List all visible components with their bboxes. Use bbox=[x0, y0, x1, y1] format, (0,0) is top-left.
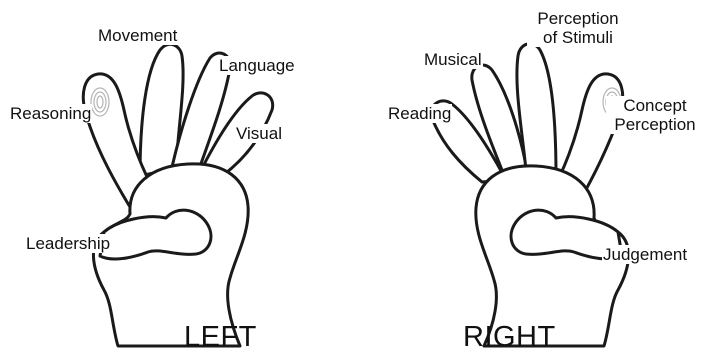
left-hand-icon bbox=[83, 44, 272, 346]
left-curled-finger bbox=[100, 210, 211, 259]
label-leadership: Leadership bbox=[25, 234, 111, 253]
label-reading: Reading bbox=[387, 104, 452, 123]
label-visual: Visual bbox=[235, 124, 283, 143]
label-perception-line2: of Stimuli bbox=[528, 28, 628, 47]
label-concept-perception: Concept Perception bbox=[606, 96, 704, 134]
label-concept-line1: Concept bbox=[607, 96, 703, 115]
label-concept-line2: Perception bbox=[607, 115, 703, 134]
label-movement: Movement bbox=[97, 26, 178, 45]
label-perception-line1: Perception bbox=[528, 9, 628, 28]
label-language: Language bbox=[218, 56, 296, 75]
right-hand-icon bbox=[431, 44, 628, 346]
label-judgement: Judgement bbox=[602, 245, 688, 264]
label-reasoning: Reasoning bbox=[9, 104, 92, 123]
label-perception-of-stimuli: Perception of Stimuli bbox=[527, 9, 629, 47]
left-hand-title: LEFT bbox=[184, 321, 257, 353]
right-hand-title: RIGHT bbox=[463, 321, 556, 353]
label-musical: Musical bbox=[423, 50, 483, 69]
